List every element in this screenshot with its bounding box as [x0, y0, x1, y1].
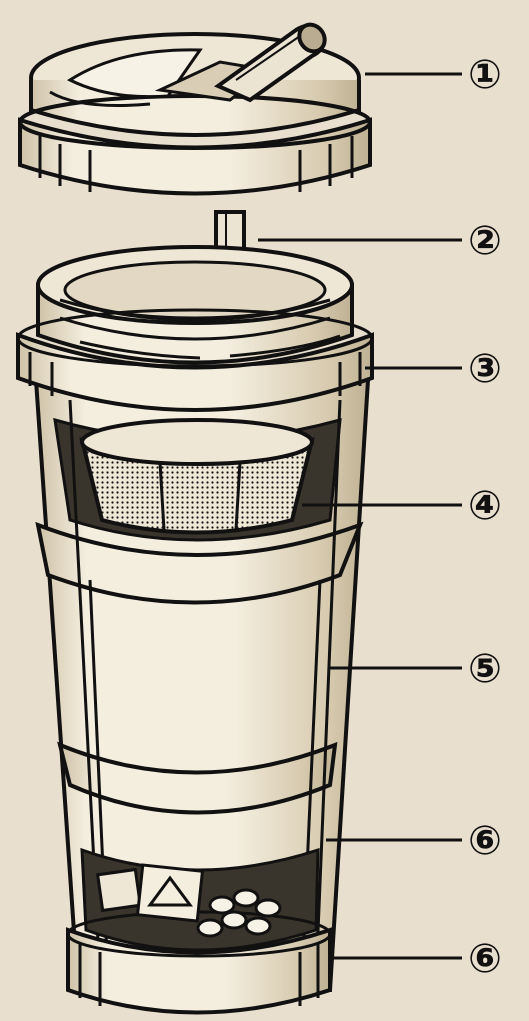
callout-label-4: ④	[468, 483, 502, 529]
callout-label-6a: ⑥	[468, 818, 502, 864]
callout-label-6b: ⑥	[468, 936, 502, 982]
callout-label-3: ③	[468, 346, 502, 392]
callout-label-2: ②	[468, 218, 502, 264]
callout-label-1: ①	[468, 52, 502, 98]
callout-labels: ① ② ③ ④ ⑤ ⑥ ⑥	[468, 52, 502, 982]
mesh-filter-basket	[82, 420, 312, 533]
callout-label-5: ⑤	[468, 646, 502, 692]
lid	[20, 34, 370, 194]
